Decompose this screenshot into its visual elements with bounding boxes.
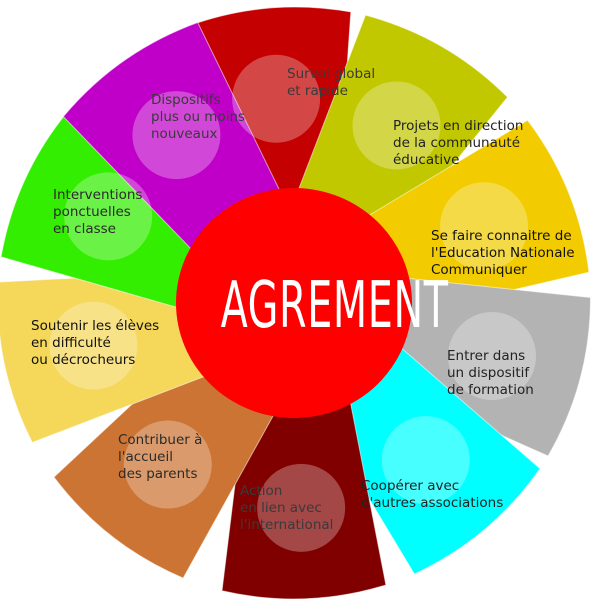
petal-label-line: nouveaux [151,126,218,142]
petal-label-line: Interventions [53,187,143,203]
petal-label-line: ou décrocheurs [31,352,136,368]
petal-label-line: Soutenir les élèves [31,318,160,334]
petal-label-line: Se faire connaitre de [431,228,572,244]
petal-label-line: ponctuelles [53,204,131,220]
petal-label-line: Survol global [287,66,376,82]
petal-label-line: d'autres associations [361,495,504,511]
center-title: AGREMENT [220,269,449,343]
petal-label-line: Projets en direction [393,118,524,134]
petal-label-line: de formation [447,382,534,398]
petal-label-line: en classe [53,221,116,237]
petal-highlight-7 [123,420,212,509]
petal-label-line: Entrer dans [447,348,526,364]
petal-label-line: Coopérer avec [361,478,460,494]
petal-label-line: Contribuer à [118,432,203,448]
petal-highlight-2 [352,81,441,170]
petal-label-line: éducative [393,152,460,168]
petal-label-line: l'international [240,517,334,533]
petal-label-line: en lien avec [240,500,322,516]
petal-label-line: en difficulté [31,335,111,351]
petal-highlight-9 [64,172,153,261]
petal-highlight-10 [132,91,221,180]
petal-label-line: Action [240,483,283,499]
petal-label-line: des parents [118,466,198,482]
petal-label-line: l'Education Nationale [431,245,575,261]
petal-label-line: Dispositifs [151,92,221,108]
petal-label-line: un dispositif [447,365,530,381]
bubble-group [49,54,537,552]
petal-highlight-4 [448,312,537,401]
petal-highlight-1 [232,54,321,143]
petal-highlight-8 [49,301,138,390]
petal-highlight-6 [257,463,346,552]
petal-label-line: de la communauté [393,135,521,151]
petal-label-line: Communiquer [431,262,527,278]
petal-label-line: plus ou moins [151,109,246,125]
petal-label-line: et rapide [287,83,348,99]
petal-highlight-5 [381,416,470,505]
petal-label-line: l'accueil [118,449,173,465]
center-circle [176,188,412,418]
petal-highlight-3 [440,182,529,271]
